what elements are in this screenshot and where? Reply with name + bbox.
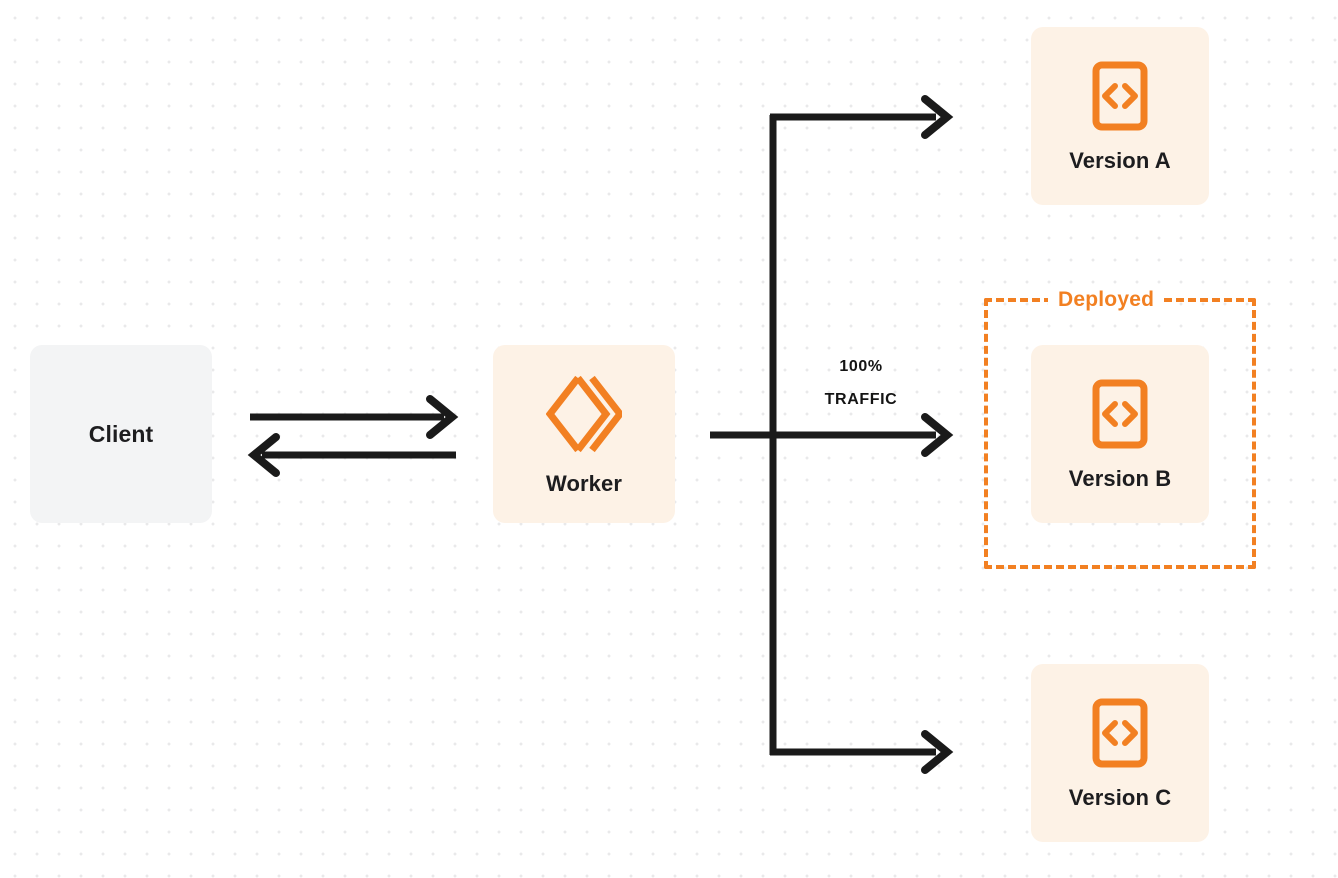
node-client[interactable]: Client xyxy=(30,345,212,523)
deployed-group-label: Deployed xyxy=(1048,285,1165,315)
edge-worker-to-version-b xyxy=(921,413,954,457)
code-document-icon xyxy=(1091,60,1149,132)
node-version-b-label: Version B xyxy=(1068,466,1172,491)
node-version-c-label: Version C xyxy=(1068,785,1172,810)
edge-worker-to-version-a xyxy=(770,95,954,139)
node-worker[interactable]: Worker xyxy=(493,345,675,523)
traffic-word: TRAFFIC xyxy=(824,391,898,408)
node-version-c[interactable]: Version C xyxy=(1031,664,1209,842)
node-version-a-label: Version A xyxy=(1069,148,1171,173)
edge-worker-to-version-c xyxy=(770,730,954,774)
node-version-b[interactable]: Version B xyxy=(1031,345,1209,523)
traffic-percent: 100% xyxy=(839,358,883,375)
code-document-icon xyxy=(1091,697,1149,769)
traffic-label: 100% TRAFFIC xyxy=(786,350,936,416)
edge-worker-to-client xyxy=(247,433,456,477)
edge-client-to-worker xyxy=(250,395,459,439)
cloudflare-workers-logo-icon xyxy=(545,373,625,455)
edge-worker-trunk xyxy=(710,115,936,755)
node-version-a[interactable]: Version A xyxy=(1031,27,1209,205)
code-document-icon xyxy=(1091,378,1149,450)
node-worker-label: Worker xyxy=(546,471,622,496)
node-client-label: Client xyxy=(88,420,154,447)
